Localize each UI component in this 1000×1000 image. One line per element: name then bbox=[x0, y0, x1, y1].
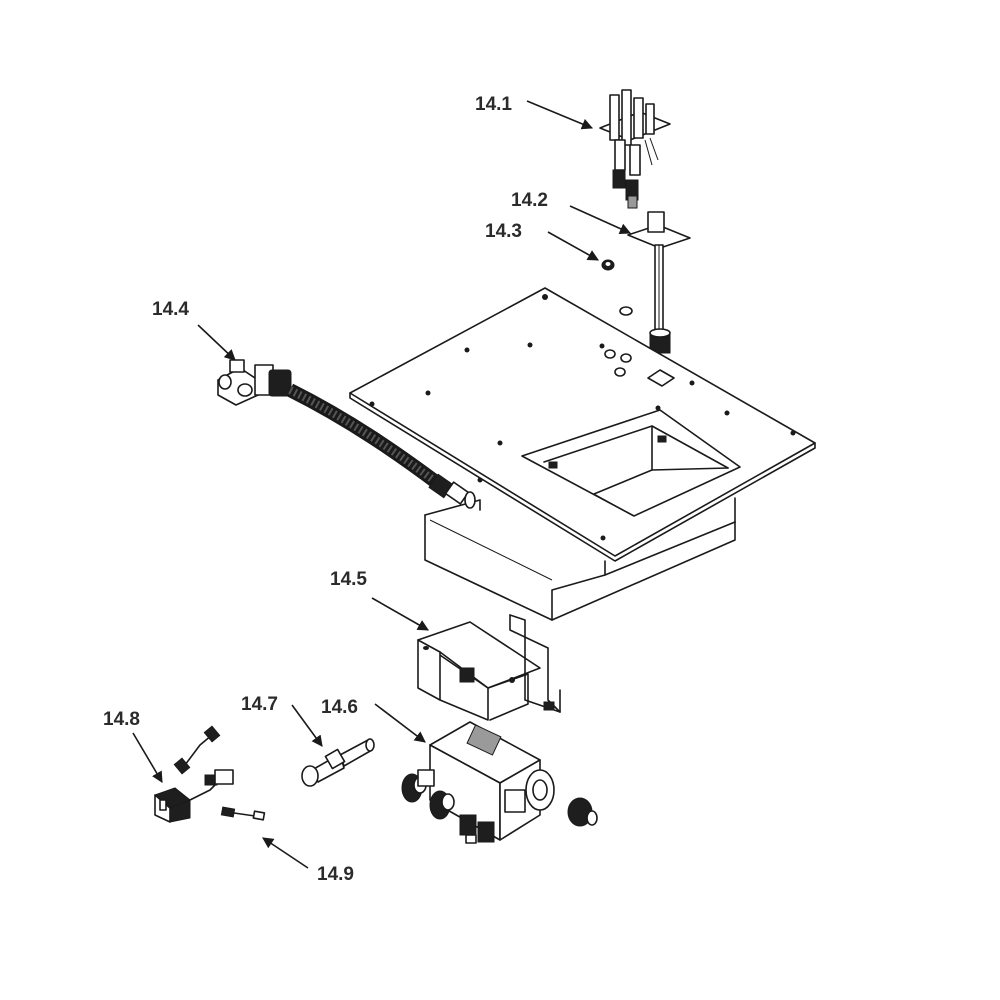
nut-part bbox=[601, 259, 615, 271]
callout-14-1: 14.1 bbox=[475, 94, 512, 115]
wire-lead-part bbox=[220, 806, 266, 821]
pilot-tube-bracket-part bbox=[627, 211, 691, 354]
callout-14-9: 14.9 bbox=[317, 864, 354, 885]
callout-14-3: 14.3 bbox=[485, 221, 522, 242]
burner-tray-plate bbox=[349, 287, 816, 621]
pilot-adapter-part bbox=[301, 738, 375, 787]
callout-14-5: 14.5 bbox=[330, 569, 367, 590]
leader-arrows bbox=[132, 100, 632, 869]
switch-wiring-part bbox=[154, 725, 234, 823]
callout-14-2: 14.2 bbox=[511, 190, 548, 211]
pilot-assembly-part bbox=[599, 89, 671, 209]
callout-14-4: 14.4 bbox=[152, 299, 189, 320]
flex-gas-line-part bbox=[217, 359, 476, 509]
callout-labels: 14.1 14.2 14.3 14.4 14.5 14.6 14.7 14.8 … bbox=[103, 94, 548, 885]
callout-14-8: 14.8 bbox=[103, 709, 140, 730]
callout-14-7: 14.7 bbox=[241, 694, 278, 715]
callout-14-6: 14.6 bbox=[321, 697, 358, 718]
gas-valve-part bbox=[401, 721, 598, 844]
valve-bracket-part bbox=[417, 614, 561, 721]
